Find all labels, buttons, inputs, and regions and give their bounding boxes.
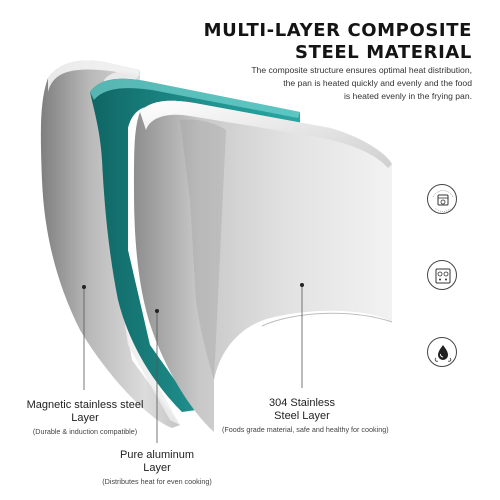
aluminum-layer-shape [90,78,300,412]
water-drop-badge [427,337,457,367]
stainless-layer-title-1: 304 Stainless [268,397,336,409]
stainless-layer-shadow [180,119,226,381]
stainless-layer-bottom-edge [261,312,393,327]
magnetic-layer-title-1: Magnetic stainless steel [26,399,144,411]
aluminum-layer-note: (Distributes heat for even cooking) [102,477,212,486]
stainless-layer-note: (Foods grade material, safe and healthy … [222,425,389,434]
stainless-layer-rim [140,100,392,168]
stainless-304-layer-shape [134,100,392,432]
aluminum-layer-title-1: Pure aluminum [120,449,194,461]
page-title-line-1: MULTI-LAYER COMPOSITE [203,20,472,41]
dishwasher-safe-badge [427,184,457,214]
description: The composite structure ensures optimal … [202,64,472,103]
aluminum-layer-title-2: Layer [143,462,171,474]
description-line-3: is heated evenly in the frying pan. [343,91,472,101]
stainless-layer-label: 304 Stainless Steel Layer (Foods grade m… [222,397,389,435]
page-title: MULTI-LAYER COMPOSITE STEEL MATERIAL [204,20,472,64]
page-title-line-2: STEEL MATERIAL [295,42,472,63]
magnetic-layer-title-2: Layer [71,412,99,424]
aluminum-layer-rim [90,78,300,118]
magnetic-layer-note: (Durable & induction compatible) [32,427,138,436]
cooktop-icon [435,268,451,284]
magnetic-layer-label: Magnetic stainless steel Layer (Durable … [14,399,156,437]
water-drop-icon [434,345,452,362]
magnetic-layer-rim [48,60,140,92]
aluminum-layer-marker [155,309,159,313]
magnetic-layer-marker [82,285,86,289]
description-line-2: the pan is heated quickly and evenly and… [283,78,472,88]
stainless-layer-marker [300,283,304,287]
cooktop-badge [427,260,457,290]
dishwasher-safe-icon [432,190,454,212]
description-line-1: The composite structure ensures optimal … [251,65,472,75]
stainless-layer-title-2: Steel Layer [274,410,330,422]
aluminum-layer-label: Pure aluminum Layer (Distributes heat fo… [92,449,222,487]
